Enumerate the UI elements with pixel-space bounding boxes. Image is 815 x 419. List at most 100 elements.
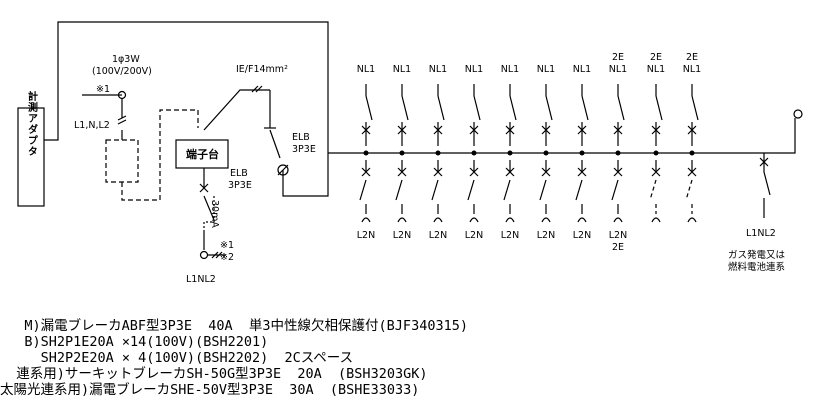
branch-top-pole (509, 84, 517, 146)
spec-line: SH2P2E20A × 4(100V)(BSH2202) 2Cスペース (0, 350, 354, 366)
branch-terminal (577, 217, 587, 223)
elb-sub-label: ELB (230, 168, 248, 179)
spec-line: M)漏電ブレーカABF型3P3E 40A 単3中性線欠相保護付(BJF34031… (0, 318, 468, 334)
branch-top-pole (437, 84, 445, 146)
branch-node (507, 150, 513, 156)
branch-bottom-label: L2N (537, 230, 555, 241)
branch-top-pole (365, 84, 373, 146)
branch-top-label: NL1 (429, 64, 447, 75)
branch-bottom-label: L2N (429, 230, 447, 241)
branch-bottom-pole (503, 179, 511, 214)
branch-bottom-pole (685, 179, 693, 214)
terminal-block-label: 端子台 (186, 147, 219, 161)
branch-top-pole (617, 84, 625, 146)
branch-top-pole (473, 84, 481, 146)
branch-top-pole (581, 84, 589, 146)
branch-cross (505, 160, 515, 177)
branch-top-label: NL1 (537, 64, 555, 75)
branch-node (615, 150, 621, 156)
branch-top-label: NL1 (501, 64, 519, 75)
branch-bottom-pole (431, 179, 439, 214)
right-note-line-1: ガス発電又は (728, 249, 786, 261)
meter-adapter-box (17, 107, 45, 207)
branch-cross (505, 125, 515, 135)
branch-bottom-pole (395, 179, 403, 214)
branch-top-label: 2E (612, 52, 624, 63)
wire-label: L1,N,L2 (74, 120, 110, 131)
branch-top-label: NL1 (357, 64, 375, 75)
branch-terminal (433, 217, 443, 223)
branch-bottom-label: L2N (465, 230, 483, 241)
branch-cross (433, 160, 443, 177)
branch-cross (577, 125, 587, 135)
branch-cross (577, 160, 587, 177)
spec-line: 連系用)サーキットブレーカSH-50G型3P3E 20A (BSH3203GK) (0, 366, 428, 382)
bottom-feed-label: L1NL2 (186, 274, 216, 285)
branch-cross (397, 160, 407, 177)
branch-cross (361, 125, 371, 135)
note-mark-bottom-1: ※1 (220, 240, 234, 251)
note-mark-bottom-2: ※2 (220, 252, 234, 263)
terminal-block (175, 139, 229, 169)
right-note-line-2: 燃料電池連系 (728, 261, 785, 273)
branch-terminal (541, 217, 551, 223)
branch-bottom-pole (359, 179, 367, 214)
ground-wire-label: IE/F14mm² (236, 64, 288, 75)
supply-voltage: (100V/200V) (92, 66, 152, 77)
branch-bottom-pole (467, 179, 475, 214)
branch-terminal (361, 217, 371, 223)
branch-top-pole (545, 84, 553, 146)
branch-top-label: NL1 (609, 64, 627, 75)
branch-top-label: NL1 (573, 64, 591, 75)
branch-cross (687, 160, 697, 177)
branch-cross (469, 160, 479, 177)
branch-bottom-pole (611, 179, 619, 214)
branch-bottom-pole (575, 179, 583, 214)
branch-terminal (613, 217, 623, 223)
branch-cross (651, 160, 661, 177)
branch-circuits: NL1L2NNL1L2NNL1L2NNL1L2NNL1L2NNL1L2NNL1L… (357, 52, 701, 253)
branch-top-pole (401, 84, 409, 146)
spec-line: 太陽光連系用)漏電ブレーカSHE-50V型3P3E 30A (BSHE33033… (0, 382, 420, 398)
elb-main-label: ELB (292, 132, 310, 143)
branch-cross (541, 160, 551, 177)
branch-node (435, 150, 441, 156)
branch-cross (397, 125, 407, 135)
branch-terminal (687, 217, 697, 223)
branch-top-label: NL1 (465, 64, 483, 75)
branch-node (399, 150, 405, 156)
branch-bottom-label: 2E (612, 242, 624, 253)
branch-terminal (397, 217, 407, 223)
branch-node (363, 150, 369, 156)
meter-adapter-label: 計測アダプタ (26, 90, 38, 157)
branch-top-label: NL1 (683, 64, 701, 75)
branch-node (653, 150, 659, 156)
panel-diagram: 計測アダプタ 1φ3W (100V/200V) ※1 L1,N,L2 IE/F1… (17, 21, 803, 285)
branch-cross (651, 125, 661, 135)
branch-cross (361, 160, 371, 177)
branch-cross (433, 125, 443, 135)
supply-label: 1φ3W (112, 54, 140, 65)
branch-top-label: 2E (686, 52, 698, 63)
elb-sub-rating: 3P3E (228, 180, 252, 191)
branch-cross (469, 125, 479, 135)
branch-terminal (505, 217, 515, 223)
branch-cross (613, 160, 623, 177)
branch-cross (687, 125, 697, 135)
branch-top-pole (691, 84, 699, 146)
branch-node (543, 150, 549, 156)
branch-node (471, 150, 477, 156)
spec-line: B)SH2P1E20A ×14(100V)(BSH2201) (0, 334, 269, 350)
branch-bottom-label: L2N (501, 230, 519, 241)
branch-bottom-label: L2N (609, 230, 627, 241)
elb-main-rating: 3P3E (292, 144, 316, 155)
branch-cross (613, 125, 623, 135)
branch-node (579, 150, 585, 156)
main-bus-bar (328, 118, 796, 154)
note-mark-top: ※1 (96, 84, 110, 95)
elb-sub-sensitivity: 30mA (209, 200, 220, 228)
branch-node (689, 150, 695, 156)
spec-list: M)漏電ブレーカABF型3P3E 40A 単3中性線欠相保護付(BJF34031… (0, 318, 815, 418)
branch-top-label: NL1 (393, 64, 411, 75)
branch-terminal (469, 217, 479, 223)
